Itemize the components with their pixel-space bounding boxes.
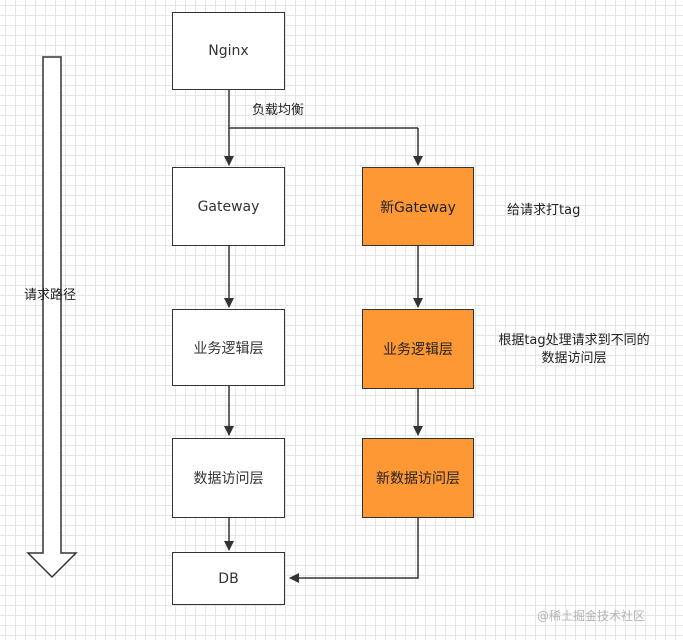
new-data-access-layer-label: 新数据访问层 — [376, 471, 460, 487]
new-data-access-layer-box: 新数据访问层 — [362, 438, 474, 518]
new-gateway-box: 新Gateway — [362, 167, 474, 246]
watermark-text: @稀土掘金技术社区 — [537, 609, 646, 623]
nginx-box: Nginx — [172, 12, 285, 90]
route-note-line-2: 数据访问层 — [541, 351, 607, 366]
new-biz-layer-box: 业务逻辑层 — [362, 309, 474, 389]
load-balance-text: 负载均衡 — [252, 103, 305, 118]
new-gateway-label: 新Gateway — [380, 199, 456, 216]
tag-note-text: 给请求打tag — [507, 203, 581, 218]
new-biz-layer-label: 业务逻辑层 — [383, 342, 453, 358]
biz-layer-label: 业务逻辑层 — [193, 340, 264, 357]
route-note: 根据tag处理请求到不同的 数据访问层 — [488, 332, 660, 368]
gateway-box: Gateway — [172, 167, 285, 246]
route-note-line-1: 根据tag处理请求到不同的 — [498, 333, 650, 348]
watermark: @稀土掘金技术社区 — [537, 607, 645, 624]
data-access-layer-box: 数据访问层 — [172, 438, 285, 518]
load-balance-label: 负载均衡 — [252, 99, 304, 118]
data-access-layer-label: 数据访问层 — [193, 471, 264, 487]
biz-layer-box: 业务逻辑层 — [172, 309, 285, 386]
arrow-new-dal-to-db — [289, 518, 419, 583]
gateway-label: Gateway — [197, 198, 260, 215]
request-path-label: 请求路径 — [24, 284, 76, 303]
request-path-text: 请求路径 — [24, 288, 77, 303]
nginx-label: Nginx — [208, 43, 249, 59]
db-box: DB — [172, 552, 285, 605]
tag-note: 给请求打tag — [507, 199, 580, 218]
db-label: DB — [218, 570, 239, 587]
request-path-arrow — [26, 56, 78, 579]
